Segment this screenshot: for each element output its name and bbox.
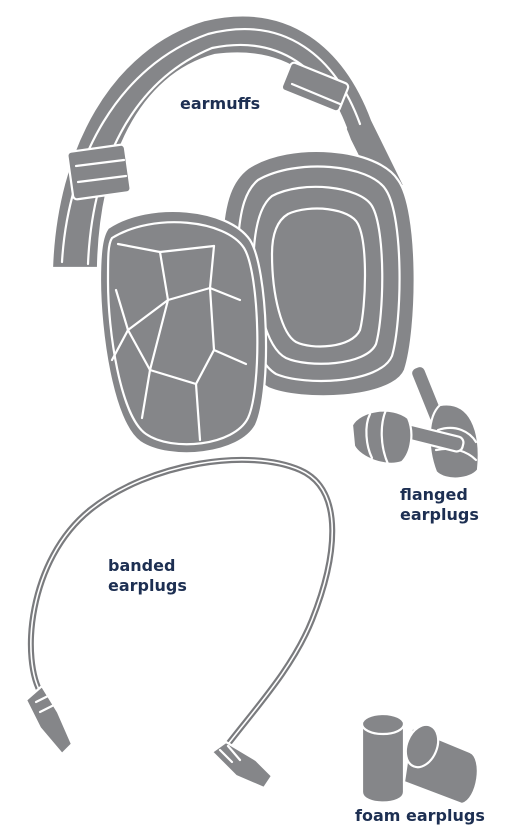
earmuffs-headband-clip-left <box>67 144 131 200</box>
label-flanged-earplugs: flanged earplugs <box>400 485 479 525</box>
label-flanged-line2: earplugs <box>400 505 479 525</box>
label-foam-earplugs: foam earplugs <box>355 806 485 826</box>
banded-earplugs-band <box>31 460 332 752</box>
earmuffs-ear-cup-front <box>100 211 266 453</box>
label-earmuffs-text: earmuffs <box>180 94 260 114</box>
label-foam-text: foam earplugs <box>355 806 485 826</box>
banded-earplugs-illustration <box>26 460 332 788</box>
banded-earplug-pod-right <box>212 742 272 788</box>
foam-earplugs-illustration <box>362 714 478 804</box>
label-earmuffs: earmuffs <box>180 94 260 114</box>
label-flanged-line1: flanged <box>400 485 479 505</box>
earmuffs-illustration <box>52 15 415 453</box>
label-banded-line1: banded <box>108 556 187 576</box>
foam-earplug-standing <box>362 724 404 803</box>
label-banded-earplugs: banded earplugs <box>108 556 187 596</box>
label-banded-line2: earplugs <box>108 576 187 596</box>
